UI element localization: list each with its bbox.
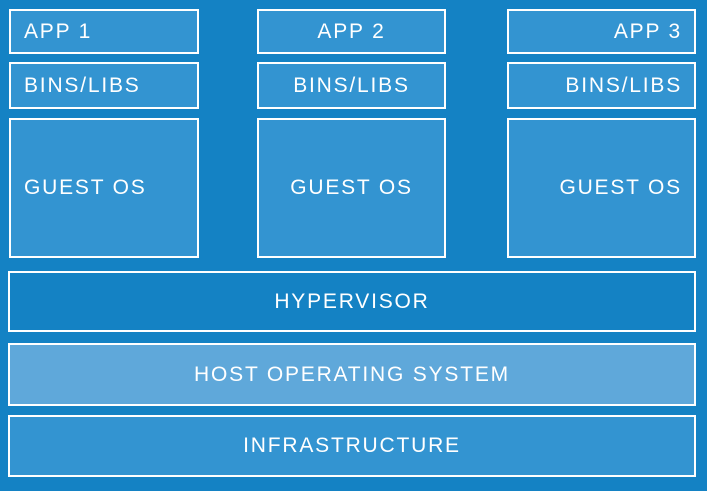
guest-os-box-1: GUEST OS — [9, 118, 199, 258]
bins-libs-box-2: BINS/LIBS — [257, 62, 446, 109]
app-1-box: APP 1 — [9, 9, 199, 54]
infrastructure-layer: INFRASTRUCTURE — [8, 415, 696, 477]
host-os-layer: HOST OPERATING SYSTEM — [8, 343, 696, 406]
app-2-box: APP 2 — [257, 9, 446, 54]
hypervisor-layer: HYPERVISOR — [8, 271, 696, 332]
bins-libs-box-3: BINS/LIBS — [507, 62, 696, 109]
app-3-box: APP 3 — [507, 9, 696, 54]
guest-os-box-2: GUEST OS — [257, 118, 446, 258]
guest-os-box-3: GUEST OS — [507, 118, 696, 258]
bins-libs-box-1: BINS/LIBS — [9, 62, 199, 109]
